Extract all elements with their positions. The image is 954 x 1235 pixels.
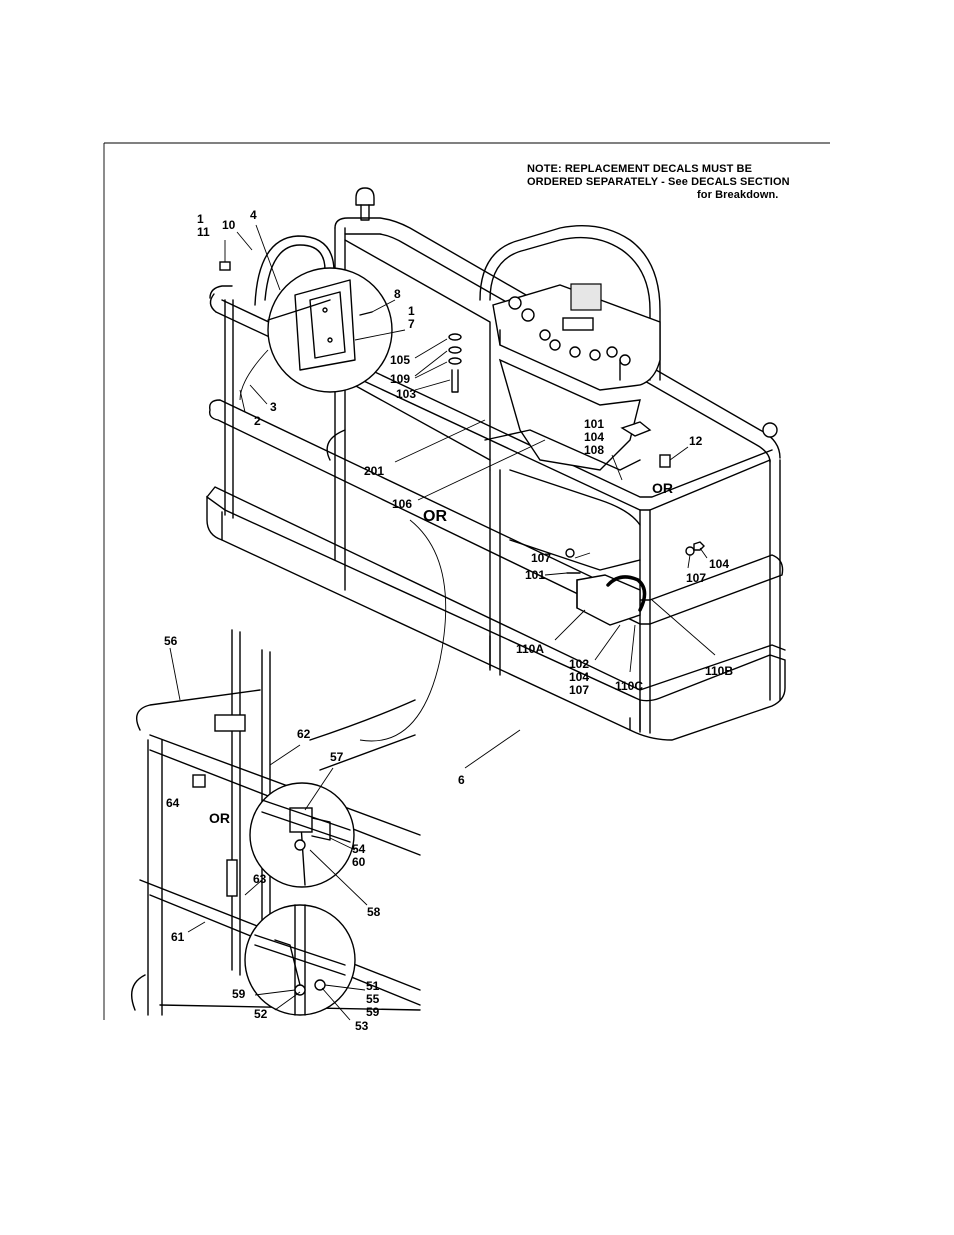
callout-61: 61: [171, 930, 185, 944]
callout-104: 104: [709, 557, 730, 571]
callout-2: 2: [254, 414, 261, 428]
callout-6: 6: [458, 773, 465, 787]
floor-details: [509, 469, 641, 571]
callout-107-upper: 107: [531, 551, 552, 565]
callout-110b: 110B: [705, 664, 734, 678]
callout-64: 64: [166, 796, 180, 810]
callout-109: 109: [390, 372, 411, 386]
callout-4: 4: [250, 208, 257, 222]
hardware-stack: [219, 187, 778, 468]
callout-63: 63: [253, 872, 267, 886]
callout-110a: 110A: [516, 642, 545, 656]
decal-replacement-note: NOTE: REPLACEMENT DECALS MUST BE ORDERED…: [527, 163, 790, 202]
latch-detail-circle: [249, 782, 355, 888]
platform-floor: [206, 486, 786, 741]
detail-circle-upper: [239, 267, 393, 401]
hinge-detail-circle: [244, 904, 356, 1016]
or-label-center: OR: [423, 508, 447, 525]
callout-110c: 110C: [615, 679, 644, 693]
callout-102-104-107: 102 104 107: [569, 657, 590, 697]
callout-53: 53: [355, 1019, 369, 1033]
callout-56: 56: [164, 634, 178, 648]
note-line-2: ORDERED SEPARATELY - See DECALS SECTION: [527, 176, 790, 188]
callout-1-7: 1 7: [408, 304, 415, 331]
callout-59: 59: [232, 987, 246, 1001]
gate-detail: [131, 629, 421, 1016]
note-line-3: for Breakdown.: [697, 189, 779, 201]
callout-58: 58: [367, 905, 381, 919]
rear-panel: [326, 239, 491, 471]
or-label-lower: OR: [209, 810, 230, 826]
callout-201: 201: [364, 464, 385, 478]
callout-103: 103: [396, 387, 417, 401]
callout-57: 57: [330, 750, 344, 764]
callout-105: 105: [390, 353, 411, 367]
callout-10: 10: [222, 218, 236, 232]
callout-51-55-59: 51 55 59: [366, 979, 380, 1019]
mid-rail: [208, 399, 784, 625]
callout-101: 101: [525, 568, 546, 582]
or-label-right: OR: [652, 480, 673, 496]
callout-12: 12: [689, 434, 703, 448]
callout-107-right: 107: [686, 571, 707, 585]
callout-62: 62: [297, 727, 311, 741]
callout-1-11: 1 11: [197, 212, 210, 239]
entry-gate-rail: [254, 235, 335, 331]
callout-52: 52: [254, 1007, 268, 1021]
control-station: [479, 225, 661, 471]
leader-lines: [169, 224, 716, 1021]
detail-arc: [359, 519, 447, 742]
note-line-1: NOTE: REPLACEMENT DECALS MUST BE: [527, 163, 753, 175]
callout-54-60: 54 60: [352, 842, 366, 869]
footswitch: [565, 541, 705, 626]
callout-8: 8: [394, 287, 401, 301]
callout-106: 106: [392, 497, 413, 511]
callout-101-104-108: 101 104 108: [584, 417, 605, 457]
callout-3: 3: [270, 400, 277, 414]
top-rail: [209, 217, 781, 511]
